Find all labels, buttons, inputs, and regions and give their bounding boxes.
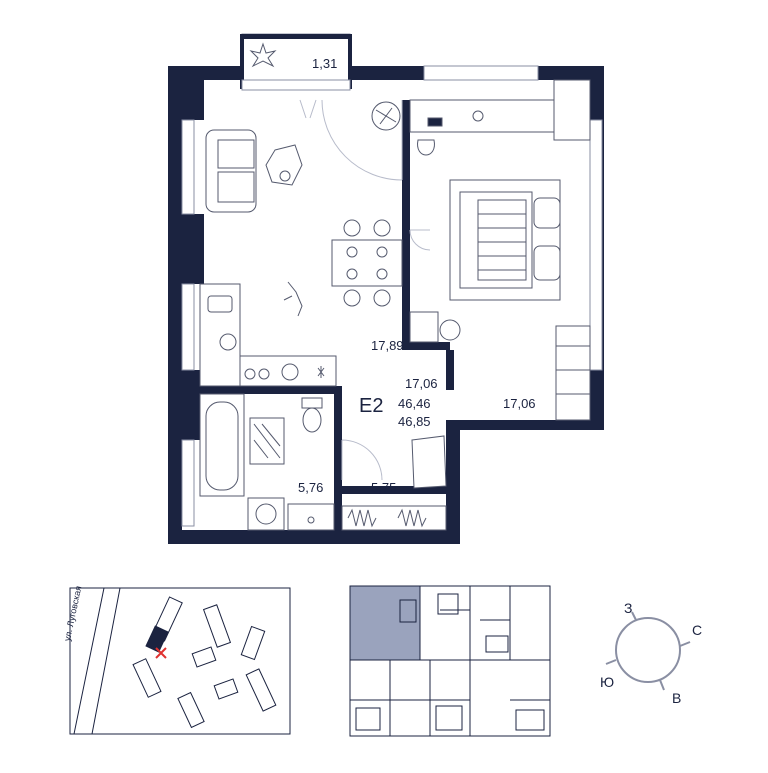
compass-south-label: Ю: [600, 674, 615, 690]
apartment-plan: [168, 33, 604, 544]
door-swings: [299, 99, 431, 481]
washing-machine-and-sink: [247, 497, 335, 531]
bathtub: [199, 393, 245, 497]
location-marker: [155, 647, 167, 659]
armchair: [409, 311, 461, 343]
kitchen-living-area-label: 17,89: [371, 338, 404, 353]
monstera-plant-icon: [371, 101, 401, 131]
dog-figure-icon: [283, 281, 303, 317]
interior-walls: [200, 100, 454, 530]
bathroom-area-label: 5,76: [298, 480, 324, 495]
total-area-value: 46,46: [398, 396, 431, 411]
compass-east-label: В: [672, 690, 682, 706]
windows: [181, 65, 603, 527]
compass-tick-east: [659, 679, 665, 691]
compass-north-label: С: [692, 622, 703, 638]
bath-rug: [249, 417, 285, 465]
sofa: [205, 129, 257, 213]
compass: [605, 611, 691, 691]
bedroom-area-label: 17,06: [503, 396, 536, 411]
dining-table: [331, 219, 403, 307]
compass-tick-west: [631, 611, 637, 621]
site-map: [69, 587, 291, 735]
total-area-with-balcony-value: 46,85: [398, 414, 431, 429]
highlighted-apartment: [349, 585, 421, 661]
toilet: [301, 397, 323, 433]
compass-tick-south: [605, 659, 617, 665]
apartment-code: E2: [359, 395, 384, 417]
balcony-area-label: 1,31: [312, 56, 338, 71]
living-area-value: 17,06: [405, 376, 438, 391]
bed: [449, 179, 561, 301]
coffee-table: [265, 144, 303, 186]
floor-key-plan: [349, 585, 551, 737]
plant-icon: [249, 42, 277, 68]
hallway-rug: [411, 435, 447, 489]
selected-building: [145, 625, 169, 653]
hallway-wardrobe: [341, 505, 447, 531]
wardrobe: [553, 79, 591, 421]
compass-west-label: З: [624, 600, 633, 616]
street-line: [73, 587, 121, 735]
hallway-area-label: 5,75: [371, 480, 397, 495]
compass-tick-north: [679, 641, 691, 647]
kitchen-unit: [199, 283, 337, 387]
desk: [409, 99, 555, 156]
